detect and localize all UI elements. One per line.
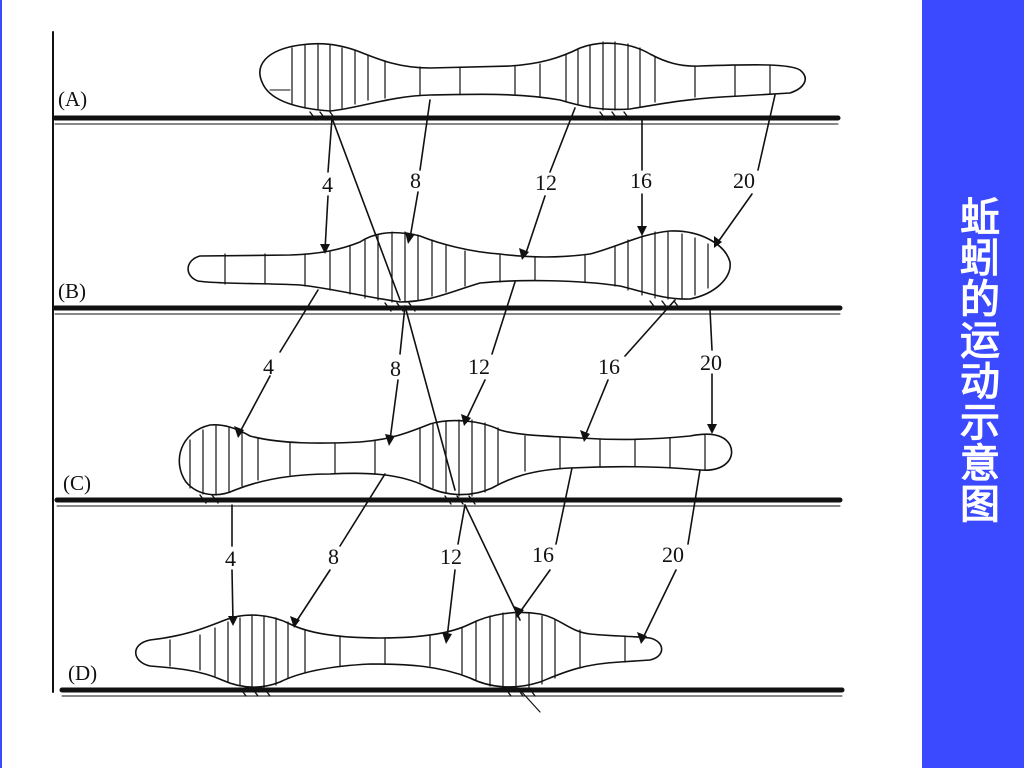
segment-number: 8 (328, 544, 339, 569)
segment-number: 20 (662, 542, 684, 567)
earthworm-a (259, 41, 806, 121)
stage-label-d: (D) (68, 661, 97, 685)
segment-number: 4 (263, 354, 274, 379)
ground-line-b (52, 305, 843, 315)
stage-label-c: (C) (63, 471, 91, 495)
segment-number: 12 (440, 544, 462, 569)
earthworm-locomotion-diagram: (A) (B) (C) (D) 4 8 12 16 20 4 8 12 16 2… (52, 31, 845, 713)
connectors-c-to-d (231, 467, 701, 713)
earthworm-b (187, 230, 731, 312)
slide-title: 蚯蚓的运动示意图 (953, 196, 999, 524)
segment-number: 20 (700, 350, 722, 375)
segment-number: 12 (535, 170, 557, 195)
arrowheads (228, 226, 722, 644)
segment-number: 4 (225, 546, 236, 571)
connectors-b-to-c (239, 281, 713, 491)
segment-number: 8 (390, 356, 401, 381)
left-border (0, 0, 2, 768)
segment-number: 12 (468, 354, 490, 379)
earthworm-c (178, 419, 733, 505)
stage-label-a: (A) (58, 87, 87, 111)
connectors-a-to-b (324, 94, 776, 301)
segment-number: 20 (733, 168, 755, 193)
segment-number: 16 (532, 542, 554, 567)
segment-number: 4 (322, 172, 333, 197)
earthworm-d (134, 611, 663, 697)
ground-line-d (59, 687, 845, 697)
segment-number: 16 (630, 168, 652, 193)
title-sidebar: 蚯蚓的运动示意图 (922, 0, 1024, 768)
stage-label-b: (B) (58, 279, 86, 303)
segment-number: 8 (410, 168, 421, 193)
ground-line-a (52, 115, 841, 125)
segment-number: 16 (598, 354, 620, 379)
